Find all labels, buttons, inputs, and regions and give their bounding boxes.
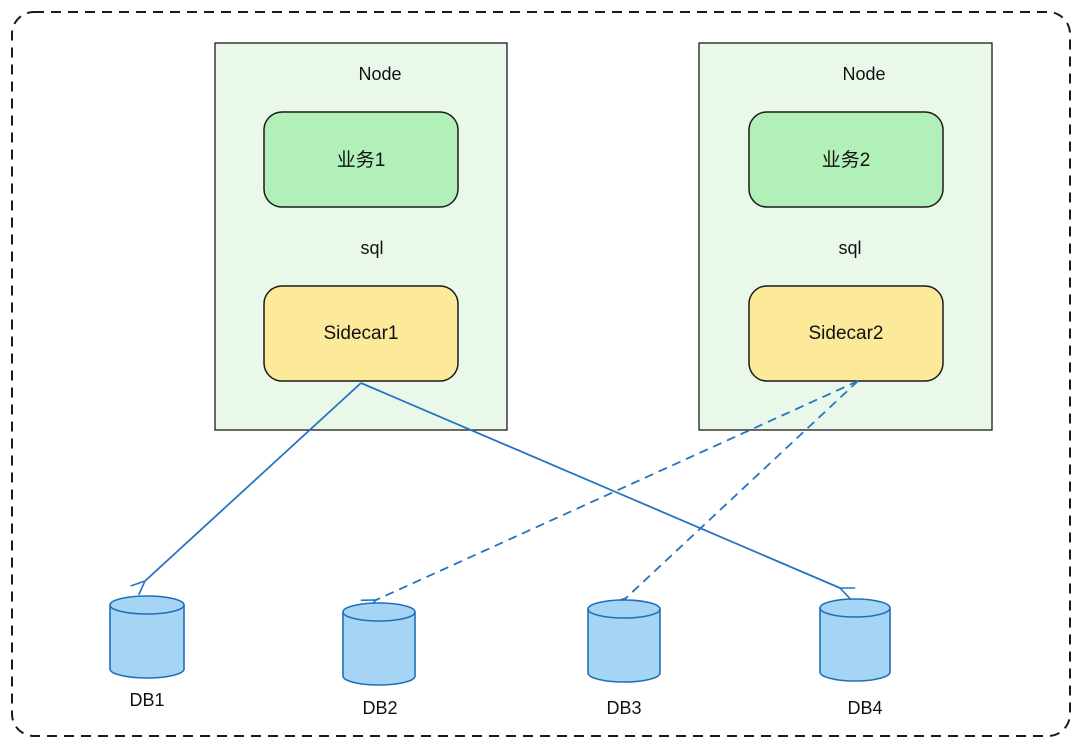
node-1: Node 业务1 sql Sidecar1 <box>214 42 508 431</box>
connector-sidecar1-db4 <box>360 382 840 588</box>
db3-cylinder-top <box>587 599 661 619</box>
database-db2: DB2 <box>342 602 416 718</box>
connector-sidecar2-db3 <box>626 380 859 598</box>
db4-cylinder-body <box>819 608 891 682</box>
db2-cylinder-top <box>342 602 416 622</box>
db2-label: DB2 <box>362 698 397 718</box>
node-2-protocol-label: sql <box>838 238 861 258</box>
connector-sidecar1-db1 <box>145 382 362 581</box>
node-2: Node 业务2 sql Sidecar2 <box>698 42 993 431</box>
node-1-label: Node <box>358 64 401 84</box>
cluster-boundary <box>11 11 1071 737</box>
connectors <box>145 380 859 600</box>
node-1-protocol-label: sql <box>360 238 383 258</box>
sidecar-2-box <box>748 285 944 382</box>
db3-label: DB3 <box>606 698 641 718</box>
sidecar-2-label: Sidecar2 <box>809 323 884 344</box>
service-1-label: 业务1 <box>337 149 386 171</box>
service-1-box <box>263 111 459 208</box>
sidecar-1-box <box>263 285 459 382</box>
db3-cylinder-body <box>587 609 661 683</box>
node-2-label: Node <box>842 64 885 84</box>
db1-cylinder-body <box>109 605 185 679</box>
db4-label: DB4 <box>847 698 882 718</box>
connector-sidecar2-db2 <box>376 380 859 600</box>
db1-cylinder-top <box>109 595 185 615</box>
database-db1: DB1 <box>109 595 185 710</box>
service-2-box <box>748 111 944 208</box>
database-db4: DB4 <box>819 598 891 718</box>
service-2-label: 业务2 <box>822 149 871 171</box>
database-db3: DB3 <box>587 599 661 718</box>
db2-cylinder-body <box>342 612 416 686</box>
db4-cylinder-top <box>819 598 891 618</box>
sidecar-1-label: Sidecar1 <box>324 323 399 344</box>
db1-label: DB1 <box>129 690 164 710</box>
